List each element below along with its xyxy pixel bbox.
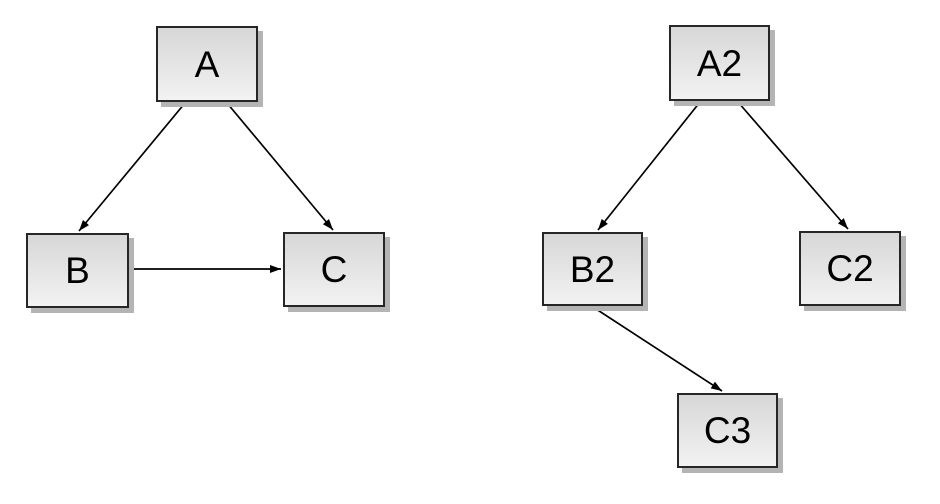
edge-A2-C2: [737, 101, 849, 230]
node-label: C2: [826, 248, 874, 289]
node-B: B: [26, 233, 129, 308]
node-label: C: [320, 249, 348, 290]
edge-B2-C3: [592, 306, 723, 392]
node-label: A2: [696, 42, 743, 84]
node-C2: C2: [799, 231, 901, 306]
node-label: C3: [703, 410, 752, 451]
node-C3: C3: [677, 393, 778, 468]
node-A2: A2: [669, 25, 770, 101]
node-label: B: [65, 250, 90, 291]
node-B2: B2: [542, 232, 643, 306]
edge-A2-B2: [597, 101, 701, 231]
node-label: A: [194, 43, 220, 85]
edge-A-C: [226, 102, 334, 231]
node-C: C: [283, 232, 385, 307]
edge-A-B: [78, 102, 186, 232]
node-A: A: [156, 26, 258, 102]
node-label: B2: [569, 248, 616, 290]
